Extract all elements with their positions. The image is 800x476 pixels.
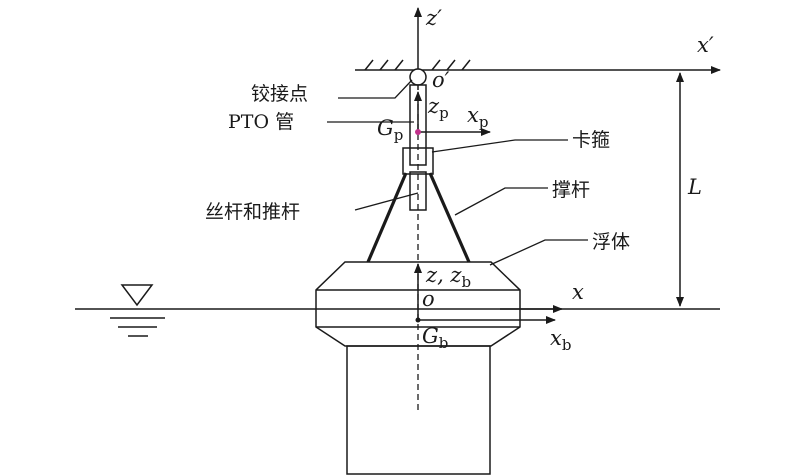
label-xp: xp [467, 103, 488, 131]
label-hinge: 铰接点 [251, 83, 308, 105]
label-x-prime: x′ [697, 33, 714, 57]
label-zb: z, zb [425, 263, 471, 291]
label-strut: 撑杆 [552, 179, 590, 201]
label-L: L [687, 175, 702, 199]
label-pto: PTO 管 [228, 111, 294, 133]
ceiling-ground [355, 59, 721, 74]
label-clamp: 卡箍 [572, 129, 610, 151]
gp-point [415, 129, 421, 135]
label-xb: xb [550, 326, 571, 354]
pto-tube [409, 84, 427, 166]
label-z-prime: z′ [425, 6, 442, 30]
water-level-symbol [110, 284, 165, 337]
leader-lines [327, 79, 588, 266]
label-screw: 丝杆和推杆 [205, 201, 300, 223]
screw-rod [409, 171, 427, 211]
label-o-prime: o′ [432, 68, 450, 92]
hinge-point [409, 68, 427, 86]
label-gb: Gb [422, 324, 448, 352]
struts [366, 172, 471, 263]
label-gp: Gp [377, 116, 403, 144]
gb-point [415, 317, 421, 323]
label-x: x [572, 280, 584, 304]
label-o: o [422, 287, 435, 311]
label-zp: zp [427, 94, 449, 122]
label-float: 浮体 [592, 231, 630, 253]
clamp [402, 147, 434, 175]
